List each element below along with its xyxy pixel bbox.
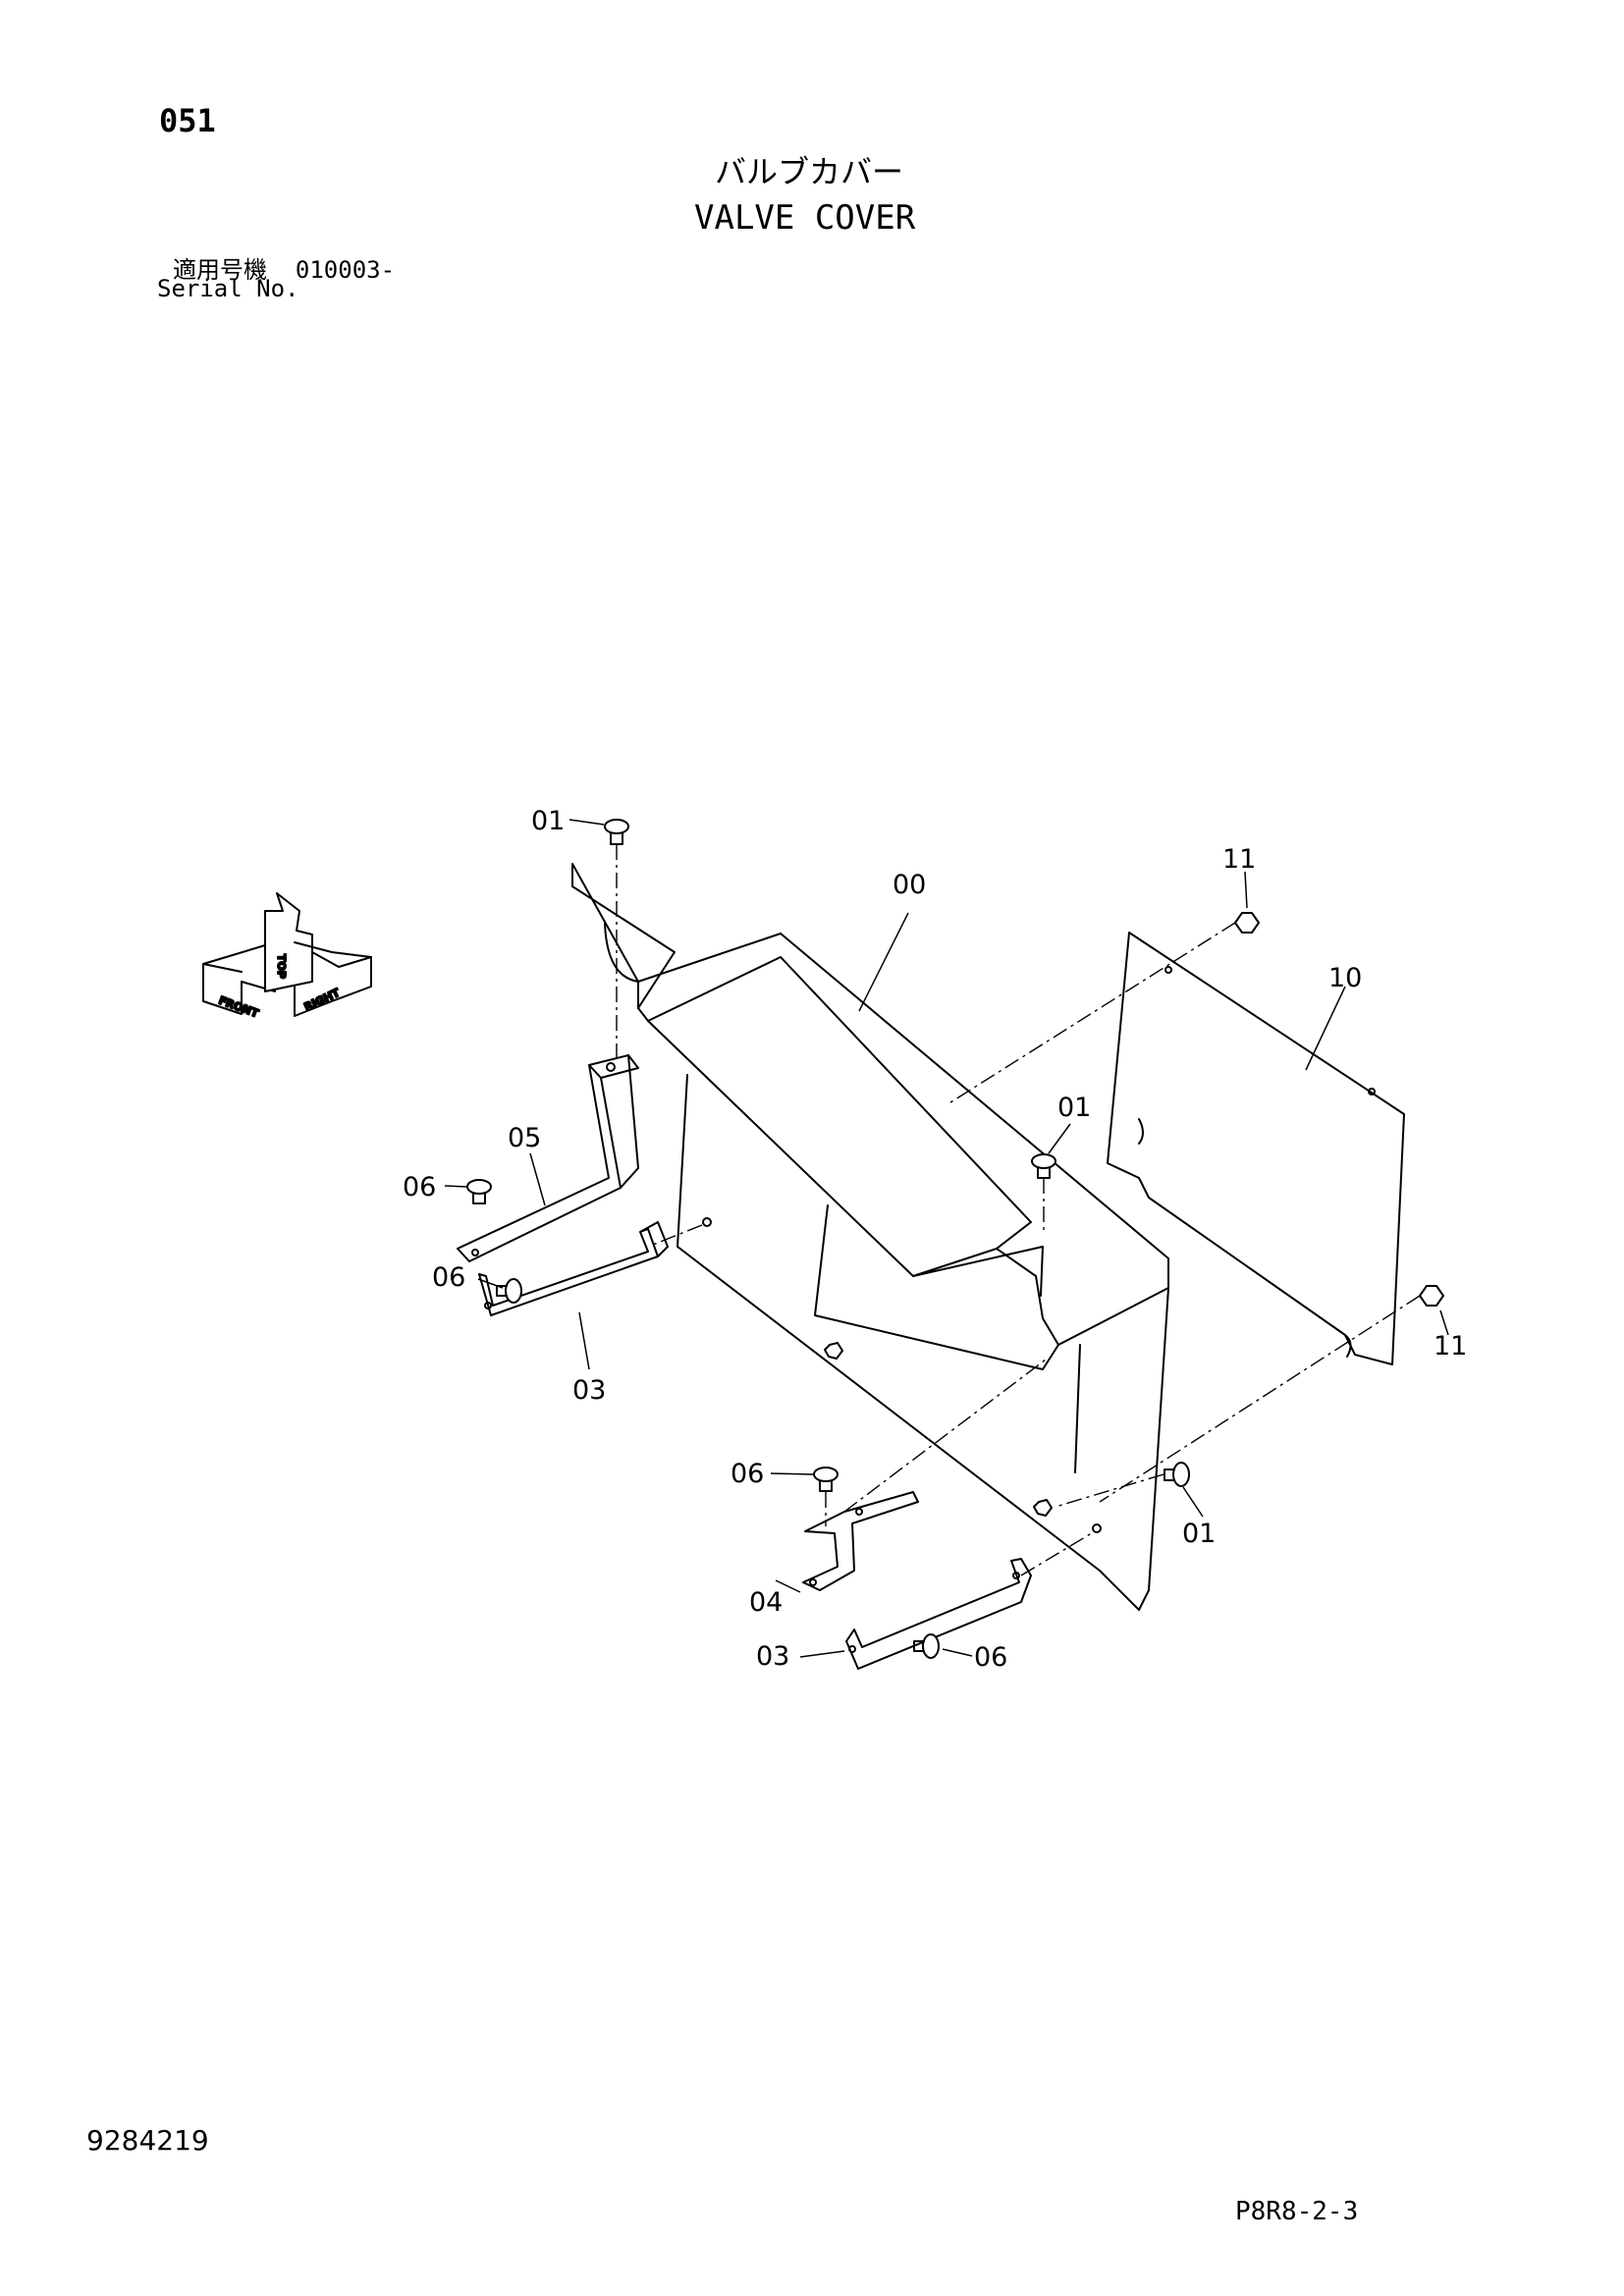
serial-range-label: 適用号機 010003- [173, 256, 396, 284]
title-japanese: バルブカバー [715, 153, 904, 190]
document-number: 9284219 [86, 2124, 209, 2157]
bolt-icon-01-mid [1031, 1153, 1056, 1179]
callout-01-bottom: 01 [1182, 1519, 1216, 1549]
valve-cover-part-00 [571, 863, 1169, 1611]
bracket-part-04 [802, 1491, 919, 1591]
bracket-part-05 [457, 1054, 639, 1262]
callout-03-bottom: 03 [756, 1641, 789, 1672]
serial-number-label: Serial No. [157, 275, 299, 302]
page-title: VALVE COVER [694, 198, 916, 238]
callout-10: 10 [1328, 963, 1362, 993]
callout-00: 00 [893, 870, 926, 900]
callout-06-c: 06 [731, 1459, 764, 1489]
bolt-icon-06-d [913, 1633, 940, 1659]
callout-11-top: 11 [1222, 844, 1256, 875]
callout-11-bottom: 11 [1434, 1331, 1467, 1362]
bolt-icon-06-b [496, 1278, 522, 1304]
nut-icon-11-bottom [1419, 1285, 1444, 1307]
bracket-part-03-left [478, 1221, 669, 1316]
bolt-icon-01-bottom [1164, 1462, 1190, 1487]
bolt-icon-01-top [604, 819, 629, 845]
bolt-icon-06-c [813, 1467, 839, 1492]
callout-05: 05 [508, 1123, 541, 1153]
nut-icon-11-top [1234, 912, 1260, 934]
page-reference: P8R8-2-3 [1235, 2197, 1359, 2226]
sheet-code: 051 [159, 102, 216, 139]
callout-04: 04 [749, 1587, 783, 1618]
callout-06-a: 06 [403, 1172, 436, 1202]
direction-label-top: TOP [275, 954, 288, 979]
orientation-indicator-icon: FRONT TOP RIGHT [202, 892, 372, 1021]
bolt-icon-06-a [466, 1179, 492, 1204]
side-plate-part-10 [1107, 932, 1405, 1365]
callout-01-top: 01 [531, 806, 565, 836]
callout-03-left: 03 [572, 1375, 606, 1406]
nut-icon-weld-left [824, 1342, 1053, 1517]
callout-01-mid: 01 [1057, 1093, 1091, 1123]
callout-06-b: 06 [432, 1262, 465, 1293]
bracket-part-03-bottom [845, 1558, 1032, 1670]
callout-06-d: 06 [974, 1642, 1007, 1673]
